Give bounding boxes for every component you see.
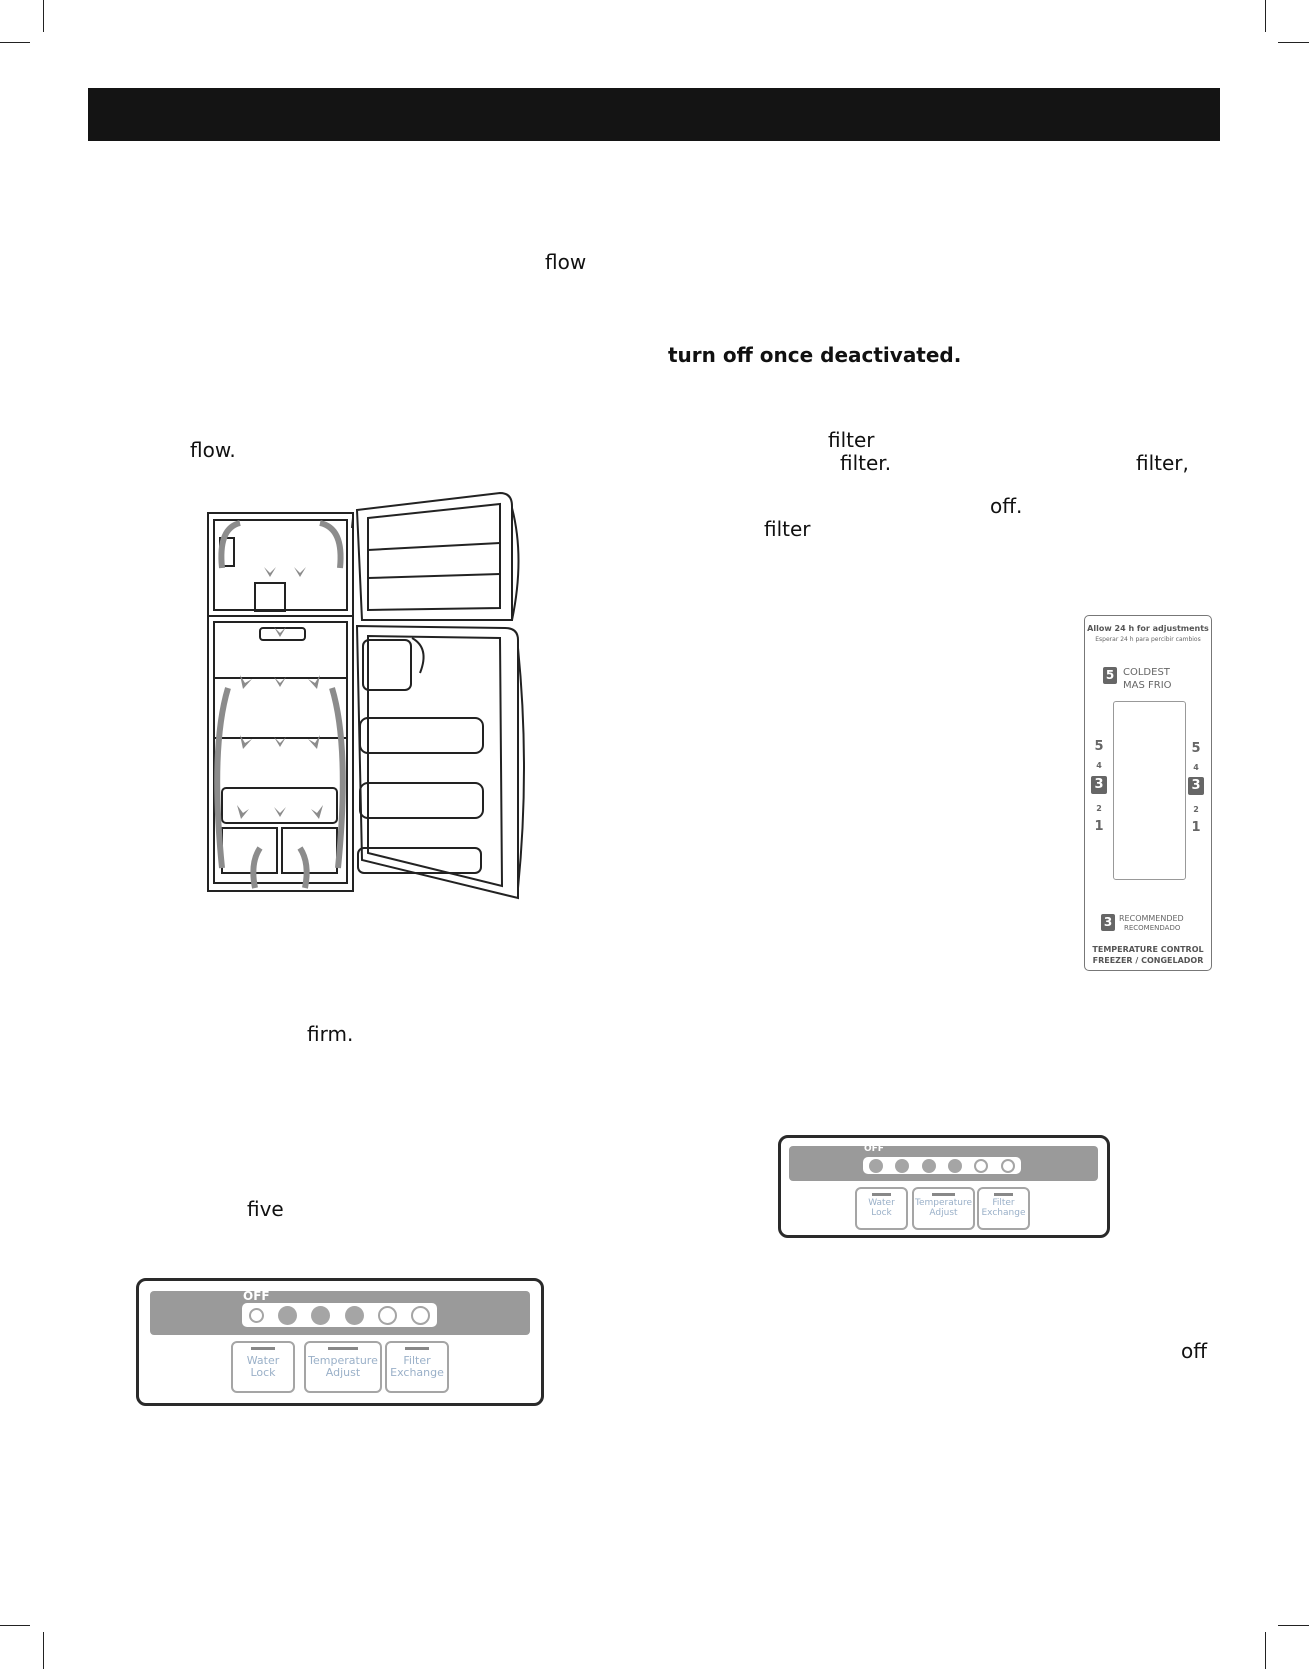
crop-mark [0, 42, 30, 43]
button-label-line: Filter [992, 1198, 1015, 1209]
card-title: Allow 24 h for adjustments [1087, 624, 1209, 633]
crop-mark [1278, 1625, 1309, 1626]
scale-number: 5 [1191, 741, 1201, 756]
coldest-label-es: MAS FRIO [1123, 680, 1172, 691]
control-panel-small: OFF Water Lock Temperature Adjust Filter… [778, 1135, 1110, 1238]
button-label-line: Water [868, 1198, 895, 1209]
led-indicator [948, 1158, 963, 1173]
recommended-label: RECOMMENDED [1119, 914, 1184, 923]
button-label-line: Temperature [914, 1198, 972, 1209]
recommended-badge: 3 [1101, 914, 1115, 931]
crop-mark [1265, 0, 1266, 32]
crop-mark [1265, 1632, 1266, 1669]
text-fragment-firm: firm. [307, 1022, 354, 1046]
button-label-line: Temperature [308, 1354, 378, 1368]
scale-number: 4 [1096, 761, 1102, 770]
water-lock-button[interactable]: Water Lock [231, 1341, 295, 1393]
control-panel-large: OFF Water Lock Temperature Adjust Filter… [136, 1278, 544, 1406]
crop-mark [0, 1625, 30, 1626]
temperature-control-card: Allow 24 h for adjustments Esperar 24 h … [1084, 615, 1212, 971]
scale-number: 4 [1193, 763, 1199, 772]
text-fragment-flow: flow [545, 250, 587, 274]
scale-number: 2 [1096, 804, 1102, 813]
led-indicator [895, 1158, 910, 1173]
off-label: OFF [243, 1289, 270, 1303]
text-fragment-filter: filter [828, 428, 875, 452]
button-label-line: Exchange [390, 1366, 444, 1379]
button-label-line: Exchange [981, 1207, 1026, 1218]
button-label-line: Water [246, 1354, 280, 1368]
crop-mark [43, 0, 44, 32]
card-footer: TEMPERATURE CONTROL [1092, 945, 1204, 954]
text-fragment-filter: filter [764, 517, 811, 541]
off-label: OFF [864, 1144, 884, 1154]
led-indicator [1000, 1158, 1015, 1173]
text-fragment-flow: flow. [190, 438, 236, 462]
button-label-line: Lock [250, 1366, 276, 1379]
led-indicator [278, 1305, 298, 1325]
led-indicator [311, 1305, 331, 1325]
card-footer: FREEZER / CONGELADOR [1092, 956, 1204, 965]
text-fragment-off: off [1181, 1339, 1208, 1363]
led-indicator [921, 1158, 936, 1173]
refrigerator-airflow-illustration [207, 491, 525, 900]
led-indicator [869, 1158, 884, 1173]
led-indicator [249, 1307, 265, 1323]
led-indicator [410, 1305, 430, 1325]
text-fragment-turn-off: turn off once deactivated. [668, 343, 962, 367]
text-fragment-five: five [247, 1197, 284, 1221]
led-indicator [974, 1158, 989, 1173]
button-label-line: Adjust [929, 1207, 958, 1218]
water-lock-button[interactable]: Water Lock [855, 1187, 908, 1230]
crop-mark [1278, 42, 1309, 43]
button-label-line: Lock [871, 1207, 892, 1218]
text-fragment-off: off. [990, 494, 1023, 518]
scale-number: 1 [1094, 819, 1104, 834]
coldest-badge: 5 [1103, 667, 1117, 684]
led-indicator [344, 1305, 364, 1325]
temperature-adjust-button[interactable]: Temperature Adjust [304, 1341, 382, 1393]
text-fragment-filter: filter, [1136, 451, 1189, 475]
led-indicator-row [242, 1303, 437, 1327]
scale-number: 5 [1094, 739, 1104, 754]
card-subtitle: Esperar 24 h para percibir cambios [1095, 636, 1201, 643]
led-indicator-row [863, 1157, 1021, 1174]
button-label-line: Filter [403, 1354, 431, 1368]
button-label-line: Adjust [325, 1366, 361, 1379]
dial-slot [1113, 701, 1186, 880]
text-fragment-filter: filter. [840, 451, 892, 475]
crop-mark [43, 1632, 44, 1669]
led-indicator [377, 1305, 397, 1325]
coldest-label: COLDEST [1123, 667, 1170, 678]
recommended-label-es: RECOMENDADO [1124, 924, 1181, 932]
filter-exchange-button[interactable]: Filter Exchange [977, 1187, 1030, 1230]
scale-number-highlighted: 3 [1188, 777, 1204, 795]
temperature-adjust-button[interactable]: Temperature Adjust [912, 1187, 975, 1230]
scale-number: 1 [1191, 820, 1201, 835]
scale-number-highlighted: 3 [1091, 776, 1107, 794]
scale-number: 2 [1193, 805, 1199, 814]
section-header-bar [88, 88, 1220, 141]
filter-exchange-button[interactable]: Filter Exchange [385, 1341, 449, 1393]
